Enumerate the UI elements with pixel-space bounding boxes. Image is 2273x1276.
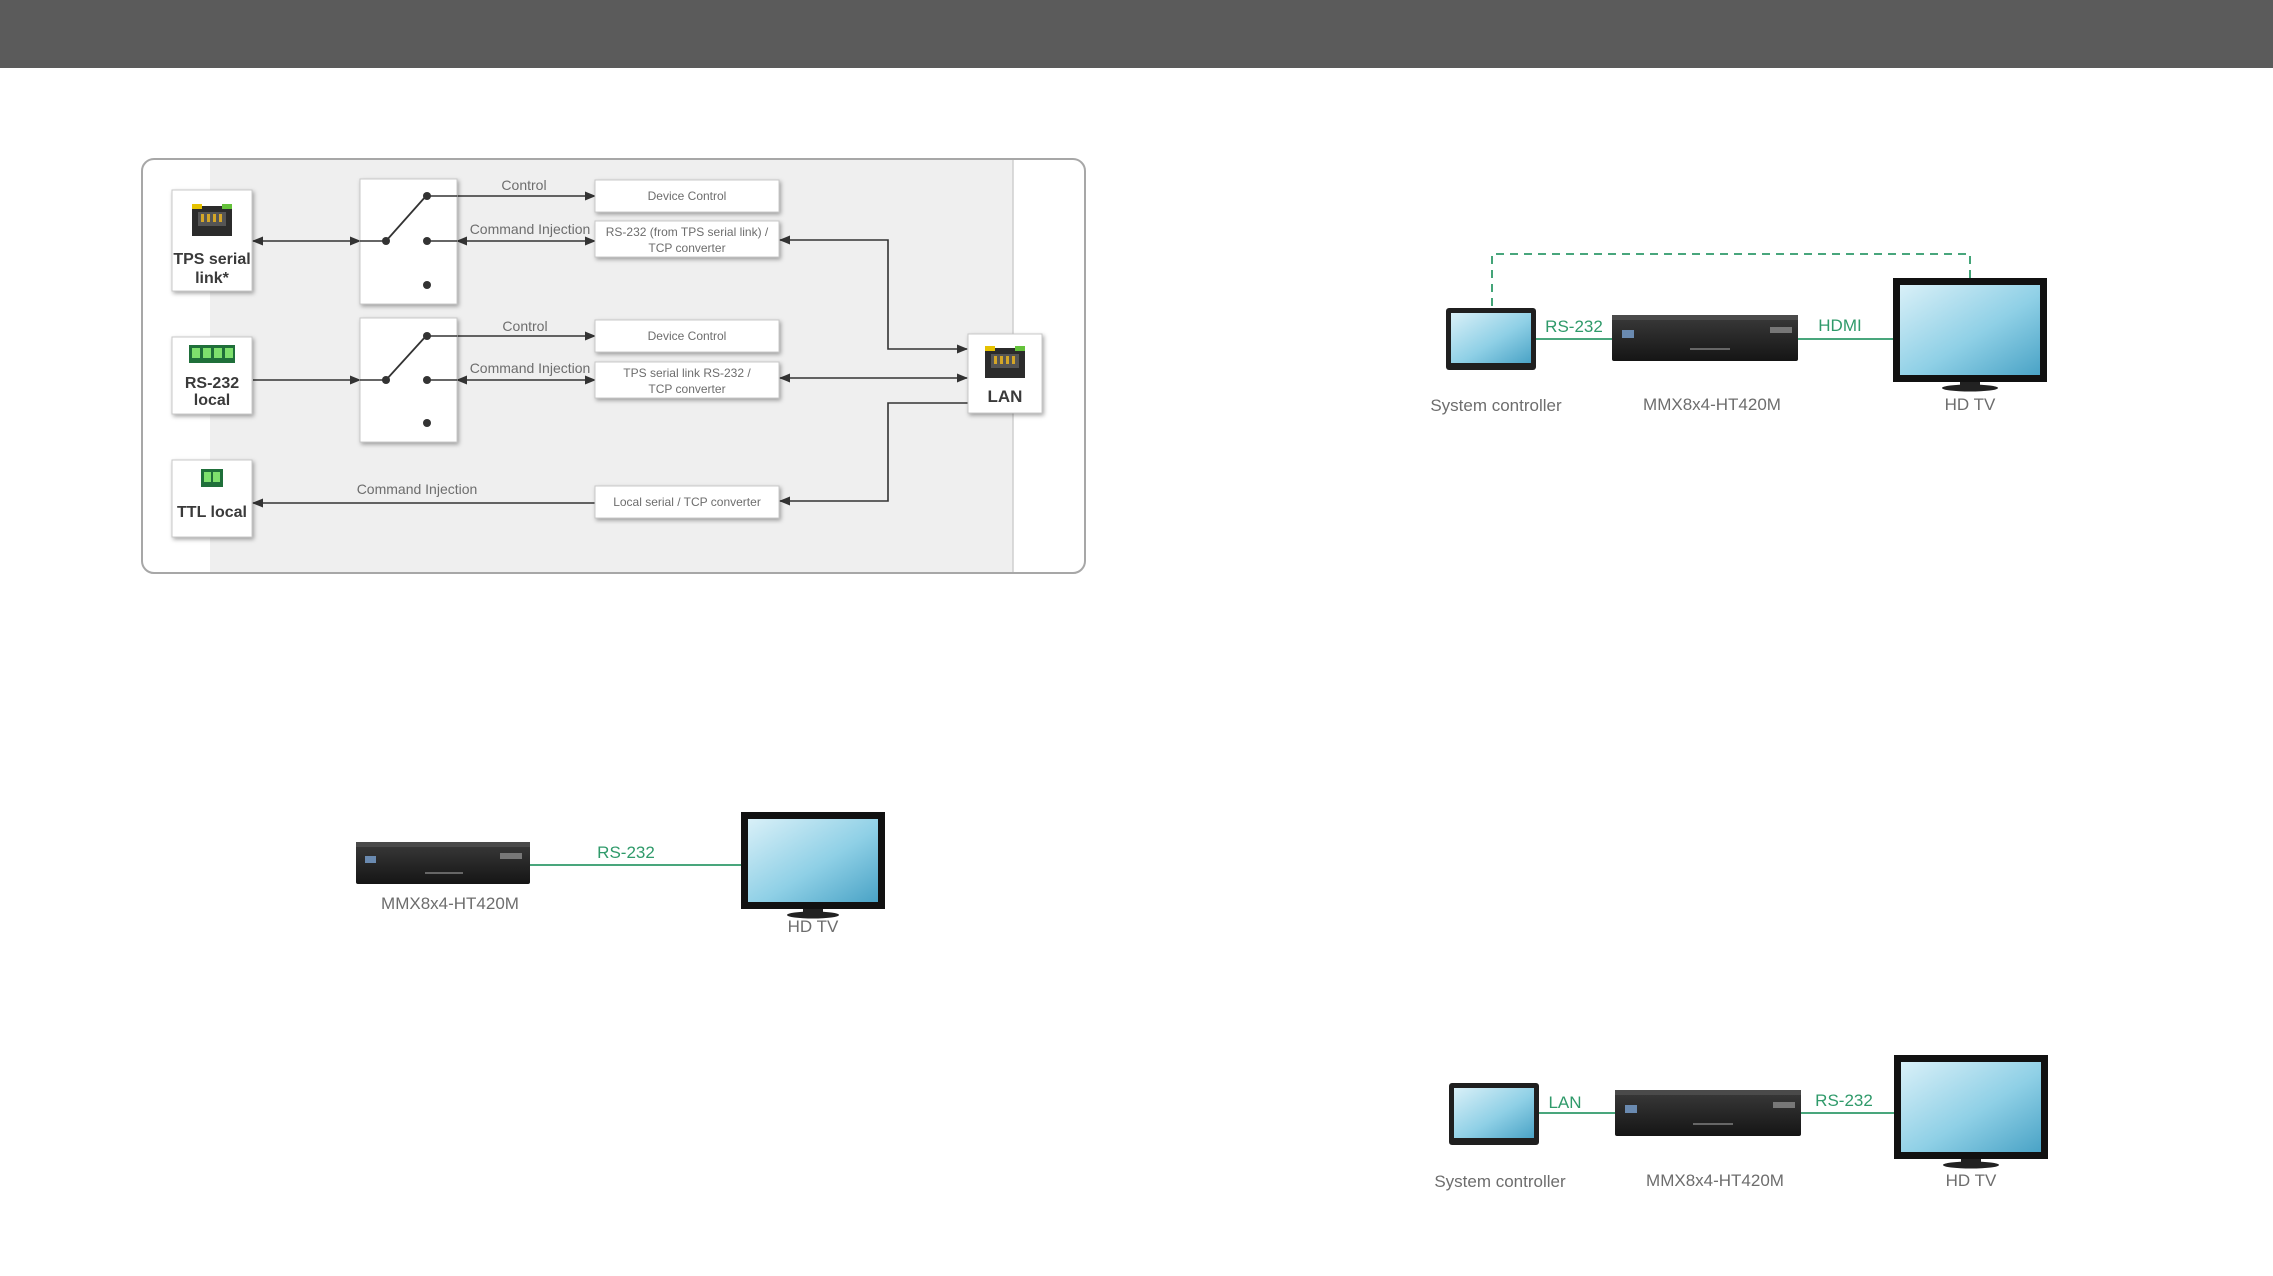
label-command-injection-2: Command Injection [470, 360, 591, 376]
svg-text:TCP converter: TCP converter [648, 241, 725, 255]
setup-lan-rs232: LAN RS-232 System controller MMX8x4-HT42… [1434, 1055, 2048, 1191]
label-control-2: Control [502, 318, 547, 334]
port-label-ttl: TTL local [177, 504, 247, 521]
svg-text:TPS serial link RS-232 /: TPS serial link RS-232 / [623, 366, 751, 380]
label-device: MMX8x4-HT420M [381, 894, 519, 913]
svg-text:Local serial / TCP converter: Local serial / TCP converter [613, 495, 761, 509]
setup-rs232-hdmi: RS-232 HDMI System controller MMX8x4-HT4… [1430, 253, 2047, 415]
serial-diagram: TPS serial link* RS-232 local TTL local [141, 158, 1086, 574]
terminal-block-icon [201, 469, 223, 487]
port-label-tps-1: TPS serial [173, 251, 250, 268]
port-ttl-local: TTL local [171, 459, 253, 538]
rj45-icon [985, 346, 1025, 378]
link-label-hdmi: HDMI [1818, 316, 1861, 335]
label-command-injection-3: Command Injection [357, 481, 478, 497]
label-device: MMX8x4-HT420M [1646, 1171, 1784, 1190]
box-device-control-1: Device Control [594, 179, 780, 213]
label-system-controller: System controller [1434, 1172, 1566, 1191]
label-command-injection-1: Command Injection [470, 221, 591, 237]
link-label-rs232: RS-232 [597, 843, 655, 862]
port-tps-serial-link: TPS serial link* [171, 189, 253, 292]
box-tps-tcp-converter: TPS serial link RS-232 / TCP converter [594, 361, 780, 399]
svg-text:RS-232 (from TPS serial link): RS-232 (from TPS serial link) / [606, 225, 769, 239]
system-controller-icon [1449, 1083, 1539, 1145]
tv-icon [1893, 278, 2047, 392]
matrix-device-icon [1615, 1090, 1801, 1136]
header-bar [0, 0, 2273, 68]
port-label-rs232-2: local [194, 392, 230, 409]
tv-icon [1894, 1055, 2048, 1169]
box-local-tcp-converter: Local serial / TCP converter [594, 485, 780, 519]
port-label-lan: LAN [988, 387, 1023, 406]
system-controller-icon [1446, 308, 1536, 370]
port-rs232-local: RS-232 local [171, 336, 253, 415]
label-device: MMX8x4-HT420M [1643, 395, 1781, 414]
svg-text:Device Control: Device Control [648, 329, 727, 343]
box-device-control-2: Device Control [594, 319, 780, 353]
svg-text:TCP converter: TCP converter [648, 382, 725, 396]
switch-block-2 [359, 317, 458, 443]
matrix-device-icon [356, 842, 530, 884]
box-rs232-tcp-converter: RS-232 (from TPS serial link) / TCP conv… [594, 220, 780, 258]
label-hd-tv: HD TV [788, 917, 839, 936]
label-hd-tv: HD TV [1945, 395, 1996, 414]
rj45-icon [192, 204, 232, 236]
matrix-device-icon [1612, 315, 1798, 361]
setup-rs232: RS-232 MMX8x4-HT420M HD TV [356, 812, 885, 936]
link-label-rs232: RS-232 [1815, 1091, 1873, 1110]
terminal-block-icon [189, 345, 235, 363]
label-system-controller: System controller [1430, 396, 1562, 415]
tv-icon [741, 812, 885, 919]
port-label-rs232-1: RS-232 [185, 375, 239, 392]
label-hd-tv: HD TV [1946, 1171, 1997, 1190]
svg-text:Device Control: Device Control [648, 189, 727, 203]
link-label-lan: LAN [1548, 1093, 1581, 1112]
link-label-rs232: RS-232 [1545, 317, 1603, 336]
switch-block-1 [359, 178, 458, 305]
port-lan: LAN [967, 333, 1043, 414]
port-label-tps-2: link* [195, 270, 230, 287]
label-control-1: Control [501, 177, 546, 193]
